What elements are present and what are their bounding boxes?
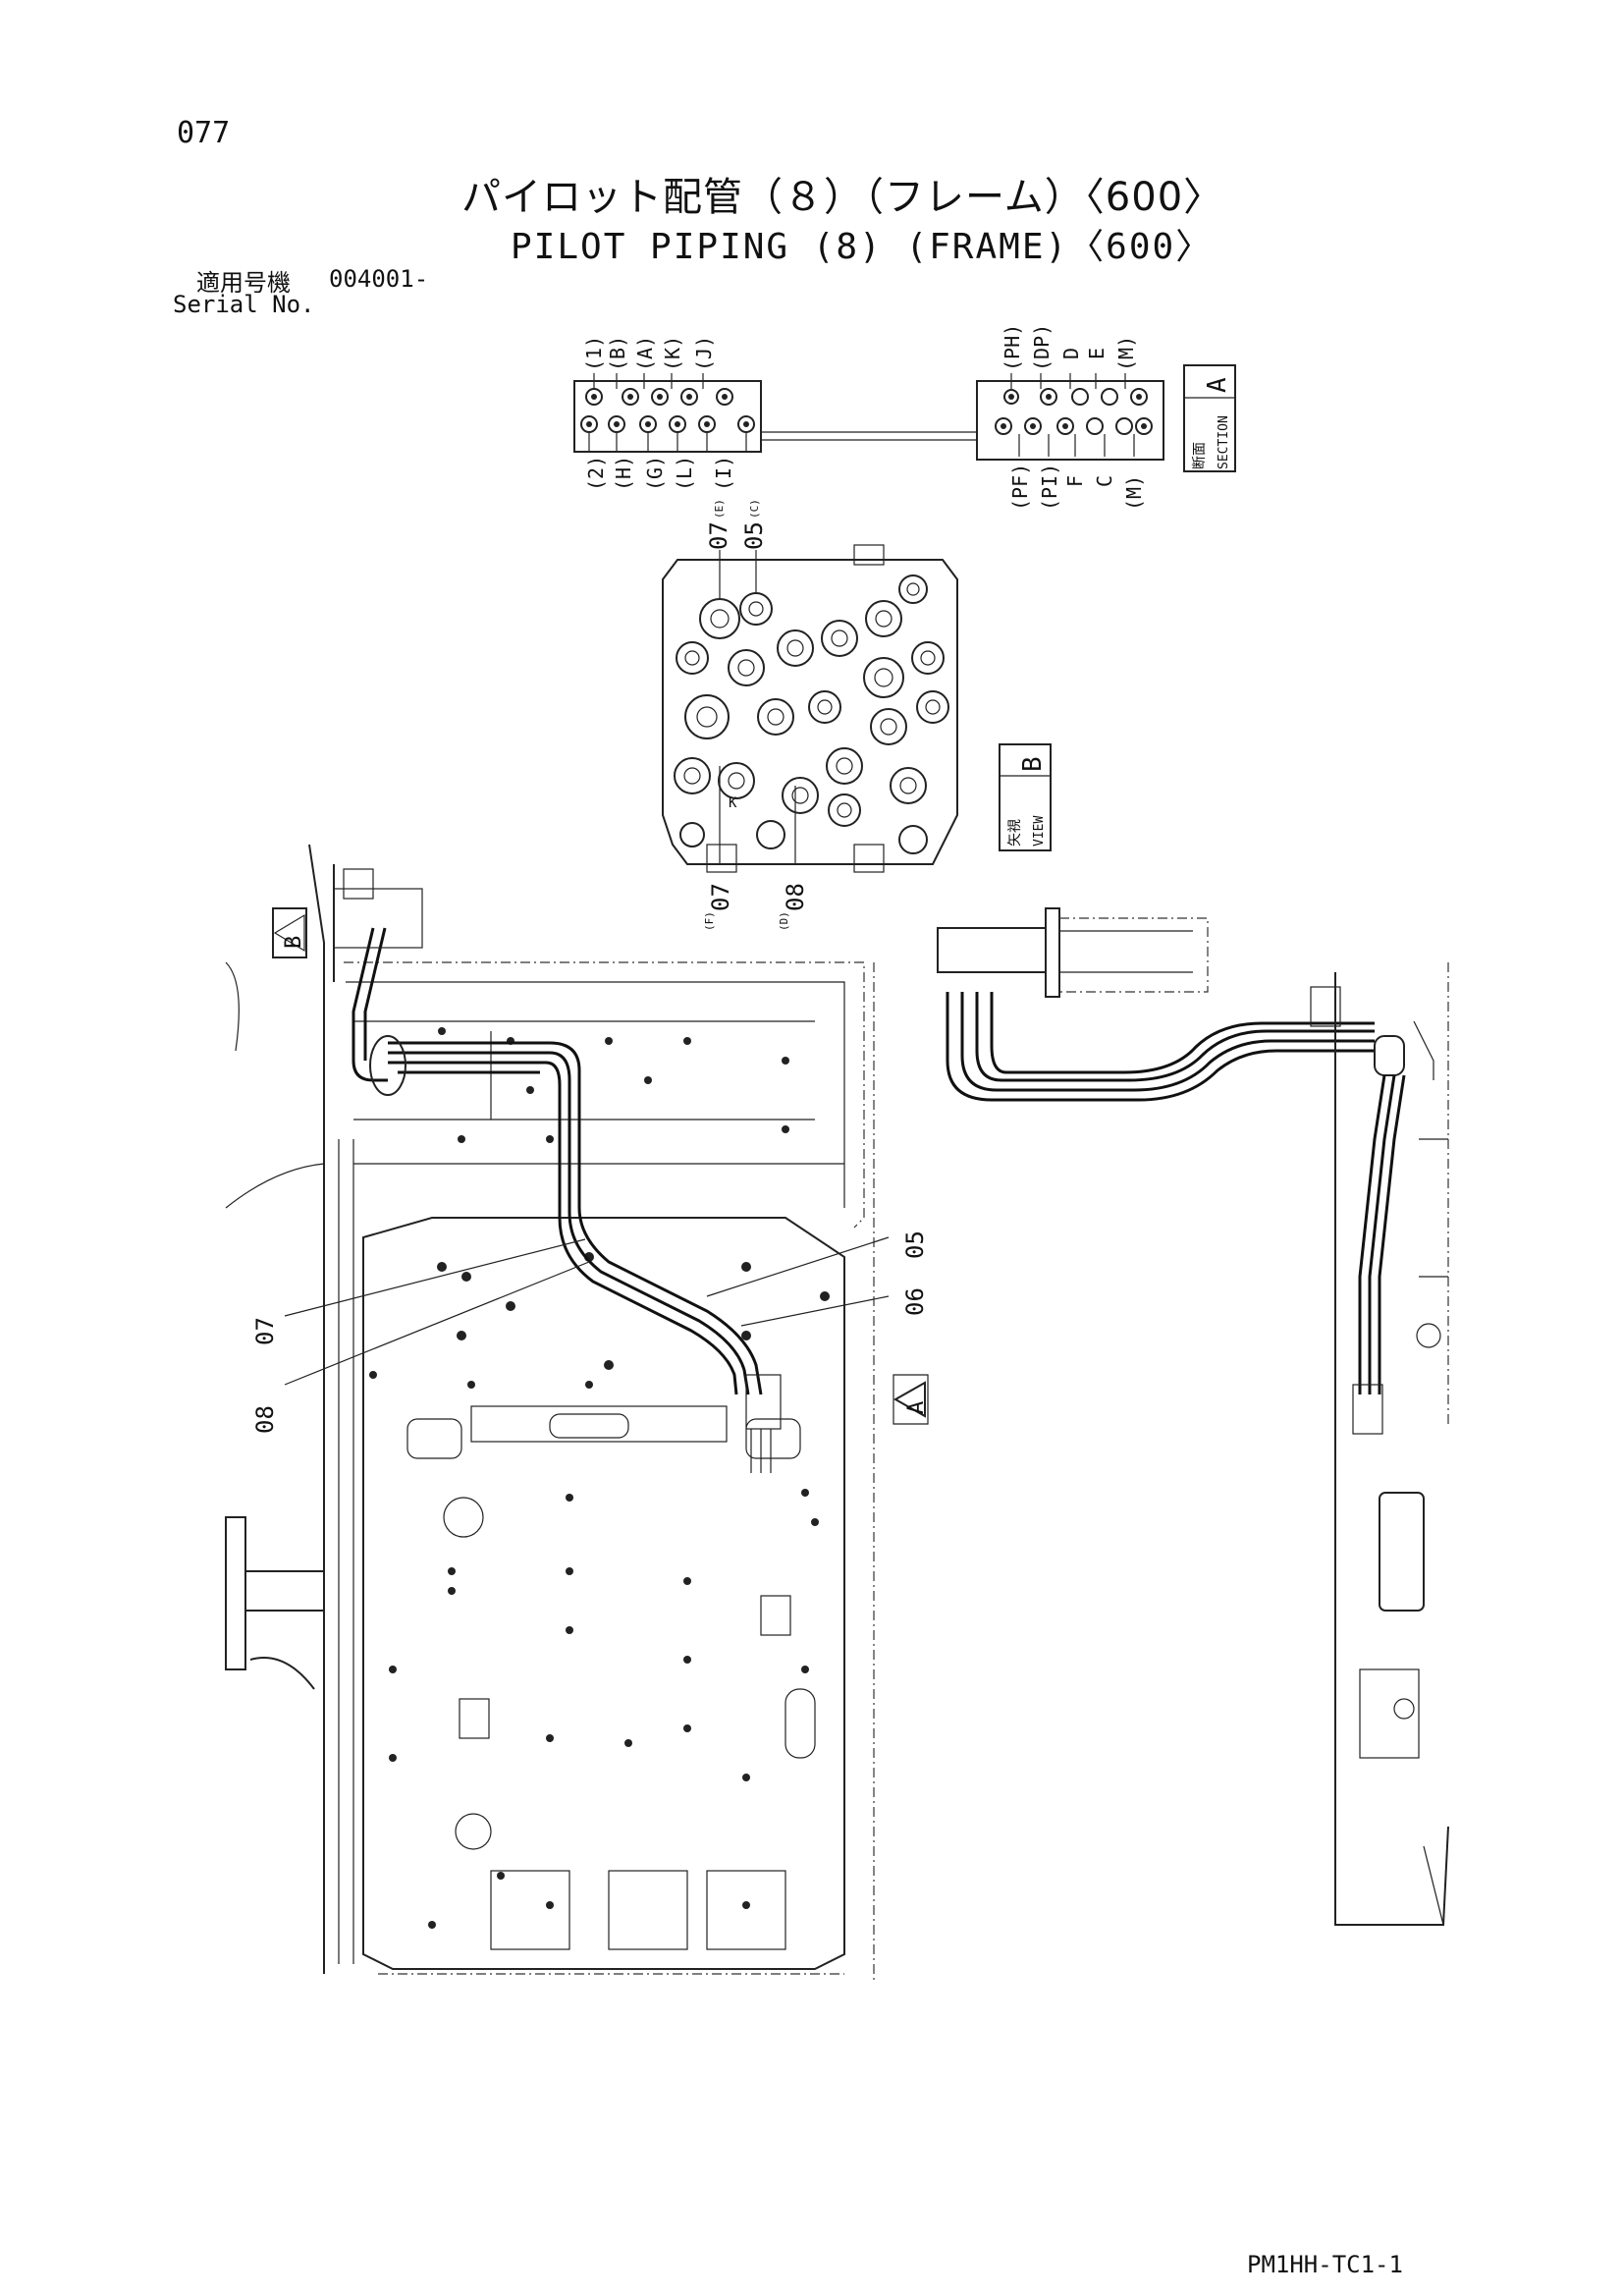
bolt-holes xyxy=(369,1027,830,1929)
left-bottom-port-row xyxy=(580,415,755,433)
view-b-diagram: 07 (E) 05 (C) 07 (F) 08 (D) K 矢視 VIEW B xyxy=(662,499,1052,931)
view-b-marker: B xyxy=(272,907,307,958)
serial-label-japanese: 適用号機 xyxy=(196,269,291,297)
callout-sub: (D) xyxy=(778,911,790,931)
section-label-en: SECTION xyxy=(1217,415,1231,469)
port-label: (A) xyxy=(633,336,657,371)
callout-05: 05 xyxy=(901,1230,929,1259)
valve-mid-label: K xyxy=(729,795,737,811)
right-bottom-port-row xyxy=(995,417,1153,435)
port-label: (PH) xyxy=(1001,324,1024,371)
port-label: E xyxy=(1085,348,1109,359)
title-japanese: パイロット配管（８）（フレーム）〈600〉 xyxy=(461,175,1224,220)
valve-ports xyxy=(674,574,949,854)
port-label: (B) xyxy=(606,336,629,371)
view-label-jp: 矢視 xyxy=(1007,819,1023,847)
side-elevation-view xyxy=(937,907,1449,1926)
port-label: F xyxy=(1063,475,1087,487)
callout-06: 06 xyxy=(901,1287,929,1316)
svg-text:B: B xyxy=(282,936,306,949)
port-label: (J) xyxy=(692,336,716,371)
callout-08: 08 xyxy=(251,1405,279,1434)
pilot-pipe-bundle xyxy=(333,868,782,1473)
port-label: (PF) xyxy=(1008,464,1032,511)
callout-07: 07 xyxy=(251,1317,279,1345)
view-b-box: 矢視 VIEW B xyxy=(999,743,1052,851)
callout-sub: (E) xyxy=(713,499,726,519)
port-label: (L) xyxy=(673,456,696,491)
left-port-block xyxy=(573,380,762,453)
callout-sub: (C) xyxy=(748,499,761,519)
port-label: (PI) xyxy=(1038,464,1061,511)
port-label: (I) xyxy=(712,456,735,491)
serial-label-english: Serial No. xyxy=(173,291,315,318)
view-a-marker: A xyxy=(893,1374,929,1425)
callout-number: 05 xyxy=(740,521,768,550)
document-code: PM1HH-TC1-1 xyxy=(1247,2251,1403,2278)
callout-sub: (F) xyxy=(703,911,716,931)
port-label: (DP) xyxy=(1030,324,1054,371)
left-top-port-row xyxy=(585,388,733,406)
section-a-diagram: (1) (B) (A) (K) (J) (2) (H) (G) (L) (I) … xyxy=(573,324,1236,511)
view-letter: B xyxy=(1018,756,1048,772)
callout-number: 08 xyxy=(782,883,809,911)
port-label: D xyxy=(1059,348,1083,359)
port-label: C xyxy=(1093,475,1116,487)
view-label-en: VIEW xyxy=(1032,816,1047,847)
port-label: (K) xyxy=(661,336,684,371)
port-label: (G) xyxy=(643,456,667,491)
callout-number: 07 xyxy=(707,883,734,911)
callout-number: 07 xyxy=(705,521,732,550)
right-top-port-row xyxy=(1003,388,1148,406)
page-number: 077 xyxy=(177,116,231,150)
section-letter: A xyxy=(1203,377,1232,393)
svg-text:A: A xyxy=(904,1401,929,1414)
serial-number-value: 004001- xyxy=(329,265,429,293)
port-label: (M) xyxy=(1122,475,1146,511)
title-english: PILOT PIPING (8) (FRAME)〈600〉 xyxy=(511,227,1214,267)
section-a-box: 断面 SECTION A xyxy=(1183,364,1236,472)
main-plan-view: 05 06 07 08 B A xyxy=(225,844,929,1984)
port-label: (H) xyxy=(612,456,635,491)
frame-floor-plate xyxy=(362,1217,845,1970)
port-label: (M) xyxy=(1114,336,1138,371)
section-label-jp: 断面 xyxy=(1192,442,1208,469)
valve-block-outline xyxy=(662,559,958,865)
port-label: (1) xyxy=(582,336,606,371)
port-label: (2) xyxy=(584,456,608,491)
